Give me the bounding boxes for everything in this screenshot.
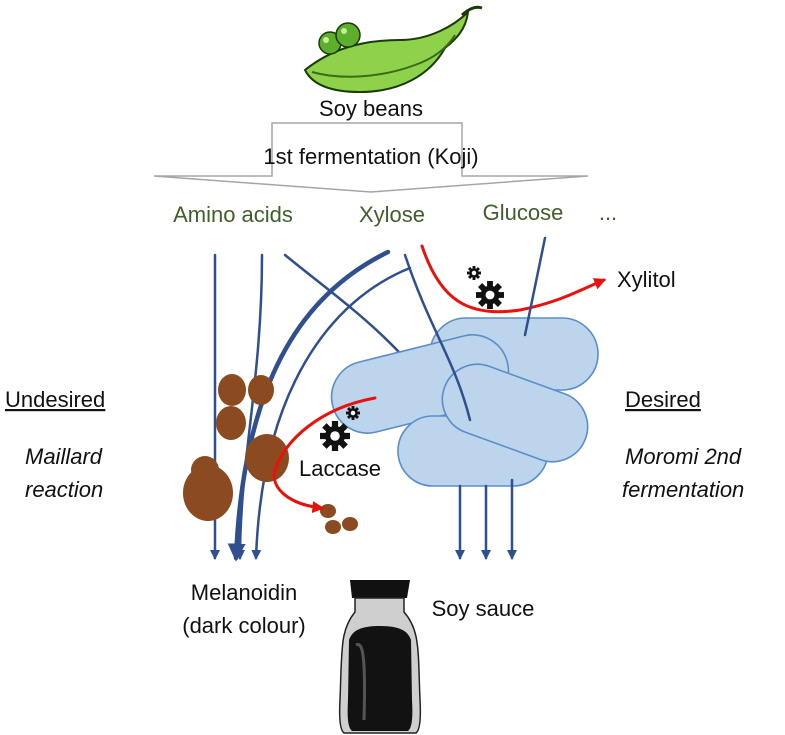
flow-line (227, 249, 391, 562)
desired-line2: fermentation (622, 477, 744, 502)
melanoidin-label-line1: Melanoidin (191, 580, 297, 605)
melanoidin-blobs (183, 374, 358, 534)
flow-line (523, 236, 547, 337)
soy-sauce-bottle-icon (338, 580, 422, 734)
fermentation-flow-lines (403, 236, 547, 560)
laccase-label: Laccase (299, 456, 381, 481)
melanoidin-blob-icon (216, 406, 246, 440)
laccase-degradation-arrow (272, 396, 377, 514)
undesired-line2: reaction (25, 477, 103, 502)
gear-icon (476, 281, 504, 309)
pea-pod-icon (303, 5, 483, 94)
melanoidin-blob-icon (218, 374, 246, 406)
fermentation-step-label: 1st fermentation (Koji) (263, 144, 478, 169)
desired-title: Desired (625, 387, 701, 412)
melanoidin-blob-icon (320, 504, 336, 518)
gear-icon (467, 266, 481, 280)
xylitol-label: Xylitol (617, 267, 676, 292)
yeast-cells (330, 317, 599, 487)
xylitol-conversion-arrow (420, 244, 607, 314)
flow-line (235, 253, 264, 560)
soy-sauce-label: Soy sauce (432, 596, 535, 621)
melanoidin-blob-icon (325, 520, 341, 534)
undesired-title: Undesired (5, 387, 105, 412)
melanoidin-label-line2: (dark colour) (182, 613, 305, 638)
melanoidin-blob-icon (342, 517, 358, 531)
melanoidin-blob-icon (245, 434, 289, 482)
melanoidin-blob-icon (191, 456, 219, 484)
yeast-cell-icon (441, 363, 589, 463)
product-amino-acids: Amino acids (173, 202, 293, 227)
gear-icon (346, 406, 360, 420)
flow-line (403, 253, 472, 422)
desired-line1: Moromi 2nd (625, 444, 742, 469)
product-more: ... (599, 200, 617, 225)
product-xylose: Xylose (359, 202, 425, 227)
product-glucose: Glucose (483, 200, 564, 225)
koji-step-arrow (153, 122, 589, 193)
flow-line (251, 266, 412, 560)
melanoidin-blob-icon (248, 375, 274, 405)
gear-icon (320, 421, 350, 451)
undesired-line1: Maillard (25, 444, 103, 469)
source-label: Soy beans (319, 96, 423, 121)
